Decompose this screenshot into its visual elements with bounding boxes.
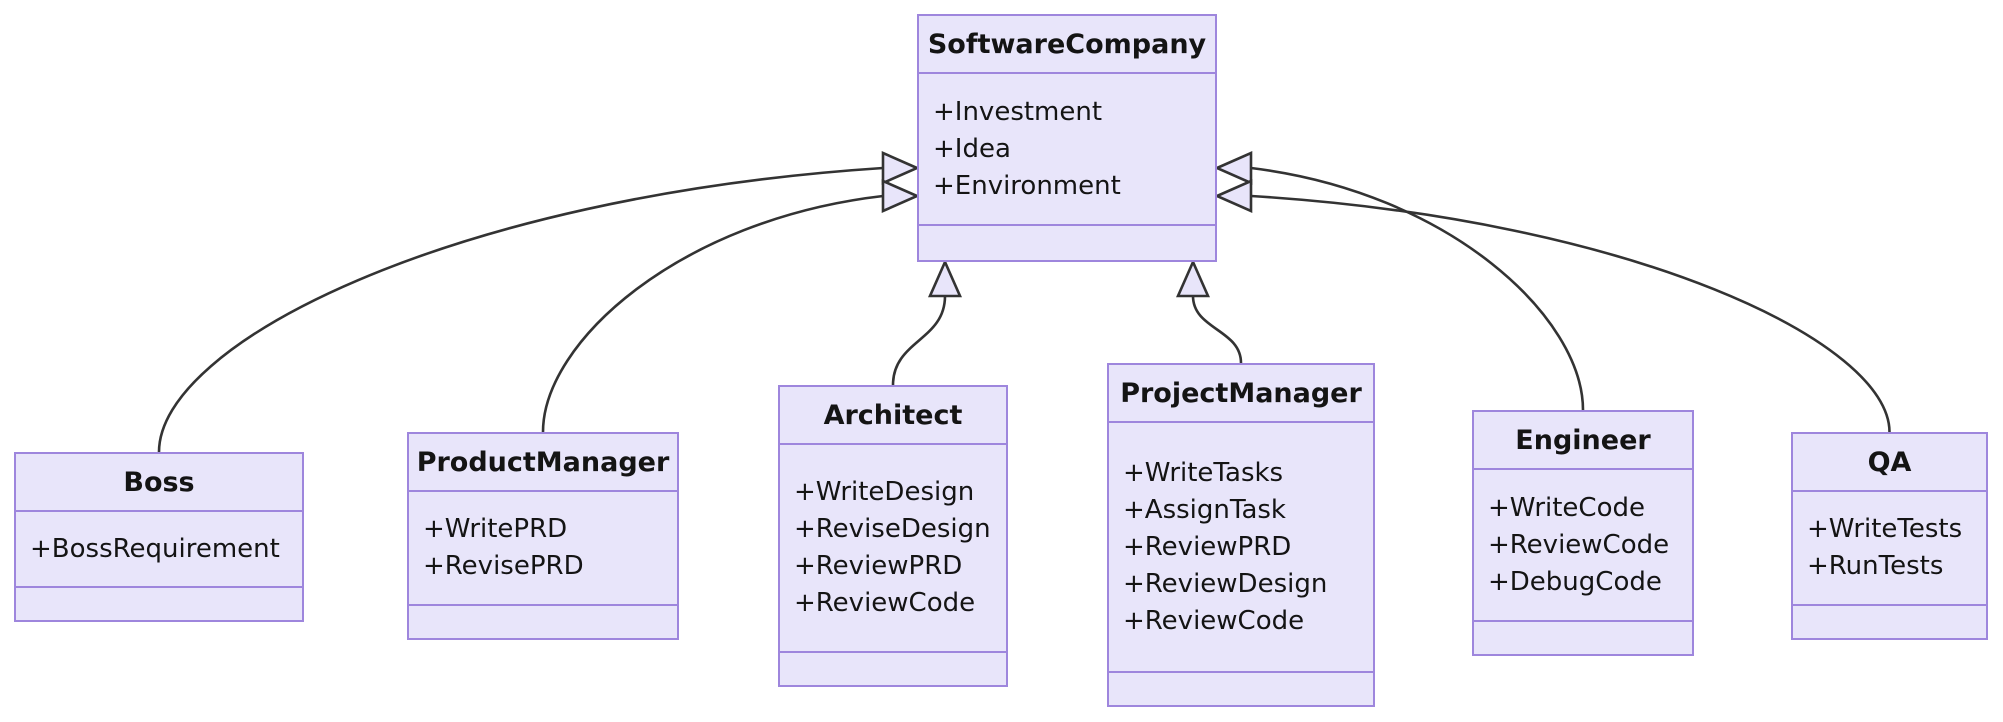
uml-class-engineer[interactable]: Engineer +WriteCode +ReviewCode +DebugCode	[1472, 410, 1694, 656]
uml-class-attributes-software-company: +Investment +Idea +Environment	[919, 74, 1215, 226]
uml-class-title-engineer: Engineer	[1474, 412, 1692, 470]
uml-class-title-software-company: SoftwareCompany	[919, 16, 1215, 74]
generalization-edge-project-manager	[1191, 295, 1243, 364]
uml-class-software-company[interactable]: SoftwareCompany +Investment +Idea +Environm…	[917, 14, 1217, 262]
inheritance-arrowhead-product-manager	[881, 179, 921, 213]
uml-class-methods-qa	[1793, 606, 1986, 640]
uml-attribute: +BossRequirement	[30, 533, 280, 564]
uml-class-methods-boss	[16, 588, 302, 622]
uml-class-attributes-architect: +WriteDesign +ReviseDesign +ReviewPRD +Revi…	[780, 445, 1006, 653]
uml-attribute: +WriteCode	[1488, 492, 1645, 523]
uml-class-qa[interactable]: QA +WriteTests +RunTests	[1791, 432, 1988, 640]
uml-class-attributes-qa: +WriteTests +RunTests	[1793, 492, 1986, 606]
uml-attribute: +Investment	[933, 96, 1103, 127]
uml-class-methods-architect	[780, 653, 1006, 687]
inheritance-arrowhead-qa	[1213, 179, 1253, 213]
uml-class-methods-software-company	[919, 226, 1215, 260]
uml-class-boss[interactable]: Boss +BossRequirement	[14, 452, 304, 622]
inheritance-arrowhead-boss	[881, 151, 921, 185]
uml-class-methods-project-manager	[1109, 673, 1373, 707]
uml-attribute: +ReviewCode	[1488, 529, 1670, 560]
uml-attribute: +ReviseDesign	[794, 514, 991, 544]
uml-class-methods-product-manager	[409, 606, 677, 640]
uml-attribute: +ReviewPRD	[794, 551, 963, 581]
uml-attribute: +ReviewDesign	[1123, 568, 1328, 599]
uml-class-attributes-engineer: +WriteCode +ReviewCode +DebugCode	[1474, 470, 1692, 622]
generalization-edge-boss	[157, 166, 884, 453]
inheritance-arrowhead-architect	[928, 258, 962, 298]
uml-class-architect[interactable]: Architect +WriteDesign +ReviseDesign +Revie…	[778, 385, 1008, 687]
inheritance-arrowhead-engineer	[1213, 151, 1253, 185]
uml-class-methods-engineer	[1474, 622, 1692, 656]
uml-attribute: +WriteDesign	[794, 477, 975, 507]
uml-class-attributes-boss: +BossRequirement	[16, 512, 302, 588]
uml-attribute: +RevisePRD	[423, 551, 584, 581]
uml-class-title-architect: Architect	[780, 387, 1006, 445]
uml-attribute: +Environment	[933, 170, 1121, 201]
uml-class-attributes-project-manager: +WriteTasks +AssignTask +ReviewPRD +ReviewD…	[1109, 423, 1373, 673]
uml-attribute: +Idea	[933, 133, 1011, 164]
uml-attribute: +WritePRD	[423, 514, 568, 544]
uml-attribute: +WriteTasks	[1123, 457, 1284, 488]
uml-attribute: +DebugCode	[1488, 566, 1662, 597]
uml-attribute: +ReviewPRD	[1123, 531, 1292, 562]
uml-class-title-qa: QA	[1793, 434, 1986, 492]
uml-class-project-manager[interactable]: ProjectManager +WriteTasks +AssignTask +Rev…	[1107, 363, 1375, 707]
uml-attribute: +RunTests	[1807, 551, 1944, 581]
inheritance-arrowhead-project-manager	[1176, 258, 1210, 298]
uml-attribute: +AssignTask	[1123, 494, 1286, 525]
uml-class-title-product-manager: ProductManager	[409, 434, 677, 492]
uml-class-title-project-manager: ProjectManager	[1109, 365, 1373, 423]
generalization-edge-architect	[891, 295, 947, 386]
uml-class-title-boss: Boss	[16, 454, 302, 512]
uml-attribute: +ReviewCode	[1123, 605, 1305, 636]
uml-class-attributes-product-manager: +WritePRD +RevisePRD	[409, 492, 677, 606]
uml-attribute: +ReviewCode	[794, 588, 976, 618]
uml-class-product-manager[interactable]: ProductManager +WritePRD +RevisePRD	[407, 432, 679, 640]
uml-attribute: +WriteTests	[1807, 514, 1963, 544]
